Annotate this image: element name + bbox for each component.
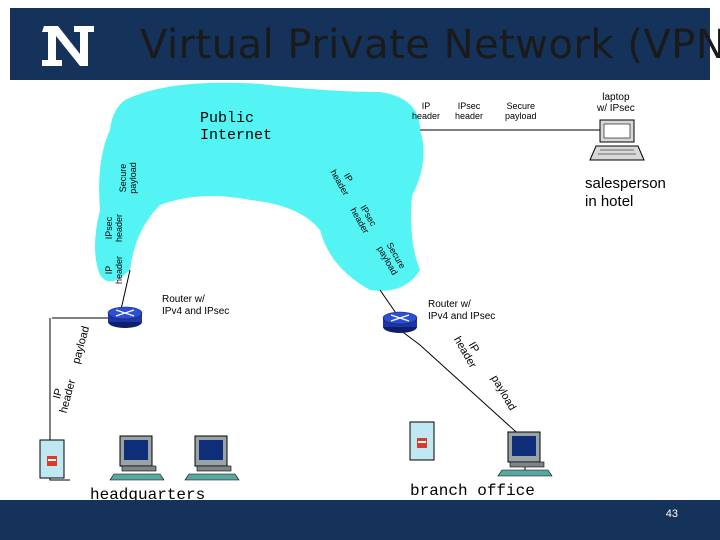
link-hq-lan <box>49 318 70 481</box>
packet-left-secure-payload: Secure payload <box>117 162 138 194</box>
packet-top-secure-payload: Secure payload <box>505 101 537 121</box>
header-bar <box>10 8 710 80</box>
page-number: 43 <box>665 508 678 520</box>
packet-top-ipsec-header: IPsec header <box>455 101 484 121</box>
slide-footer: 43 <box>0 500 720 540</box>
cloud-label: Public Internet <box>200 110 273 144</box>
vpn-diagram <box>39 82 645 481</box>
headquarters-label: headquarters <box>90 486 206 504</box>
university-n-logo <box>42 26 94 66</box>
router-branch-icon <box>382 311 418 333</box>
laptop-icon <box>589 119 645 161</box>
packet-left-ipsec-header: IPsec header <box>104 213 125 243</box>
packet-left-ip-header: IP header <box>104 255 125 285</box>
workstation-hq-1-icon <box>109 435 165 481</box>
packet-top-ip-header: IP header <box>412 101 441 121</box>
router-hq-label: Router w/ IPv4 and IPsec <box>162 294 230 317</box>
server-hq-icon <box>39 439 65 479</box>
laptop-label: laptop w/ IPsec <box>597 92 635 114</box>
branch-office-label: branch office <box>410 482 535 500</box>
link-branch-router-cloud <box>379 289 399 317</box>
internet-cloud <box>95 82 424 291</box>
slide-header: Virtual Private Network (VPN) <box>0 0 720 88</box>
link-hq-router-cloud <box>119 269 131 315</box>
workstation-branch-icon <box>497 431 553 477</box>
workstation-hq-2-icon <box>184 435 240 481</box>
slide-title: Virtual Private Network (VPN) <box>140 22 720 68</box>
router-branch-label: Router w/ IPv4 and IPsec <box>428 299 496 322</box>
server-branch-icon <box>409 421 435 461</box>
router-hq-icon <box>107 306 143 328</box>
salesperson-label: salesperson in hotel <box>585 175 666 210</box>
